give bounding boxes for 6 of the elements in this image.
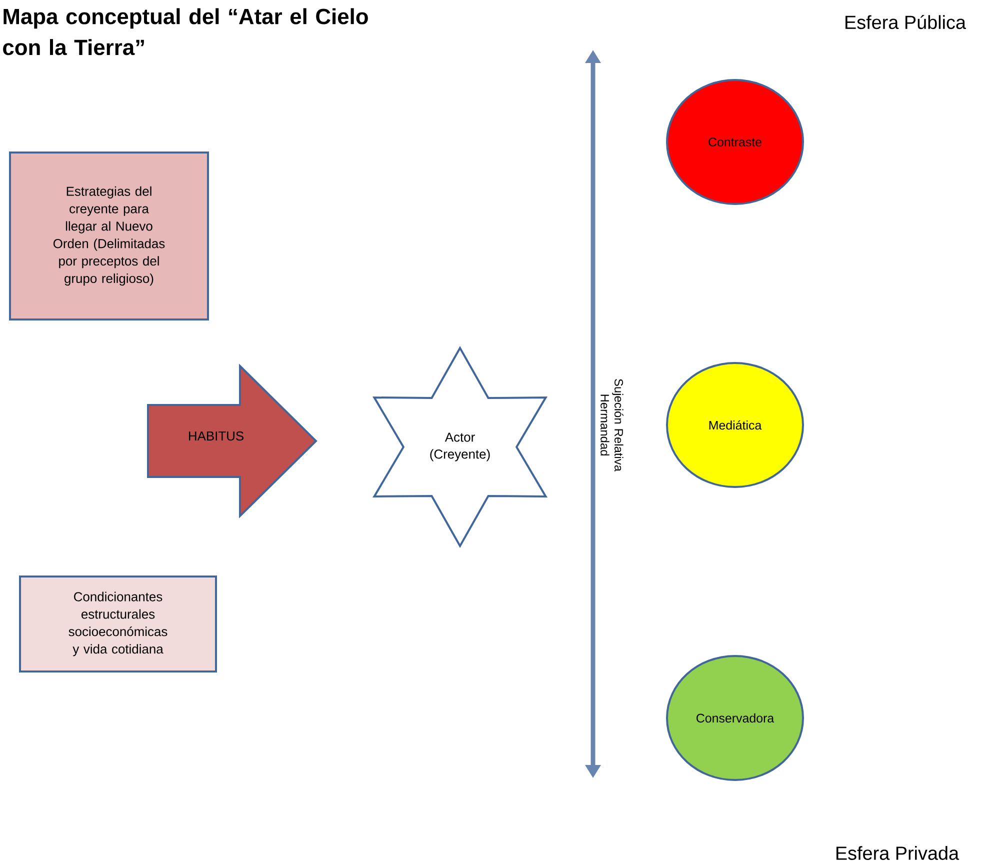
- sphere-label: Esfera Pública: [846, 14, 966, 30]
- text-box: Condicionantes estructurales socioeconómicas y vida cotidiana: [19, 576, 217, 672]
- axis-label: Sujeción Relativa Hermandad: [600, 379, 624, 472]
- title: Mapa conceptual del “Atar el Cielo con la Tierra”: [3, 8, 368, 56]
- sphere-label: Esfera Privada: [836, 846, 960, 860]
- text-box: Estrategias del creyente para llegar al Nuevo Orden (Delimitadas por preceptos del grupo religioso): [9, 152, 209, 320]
